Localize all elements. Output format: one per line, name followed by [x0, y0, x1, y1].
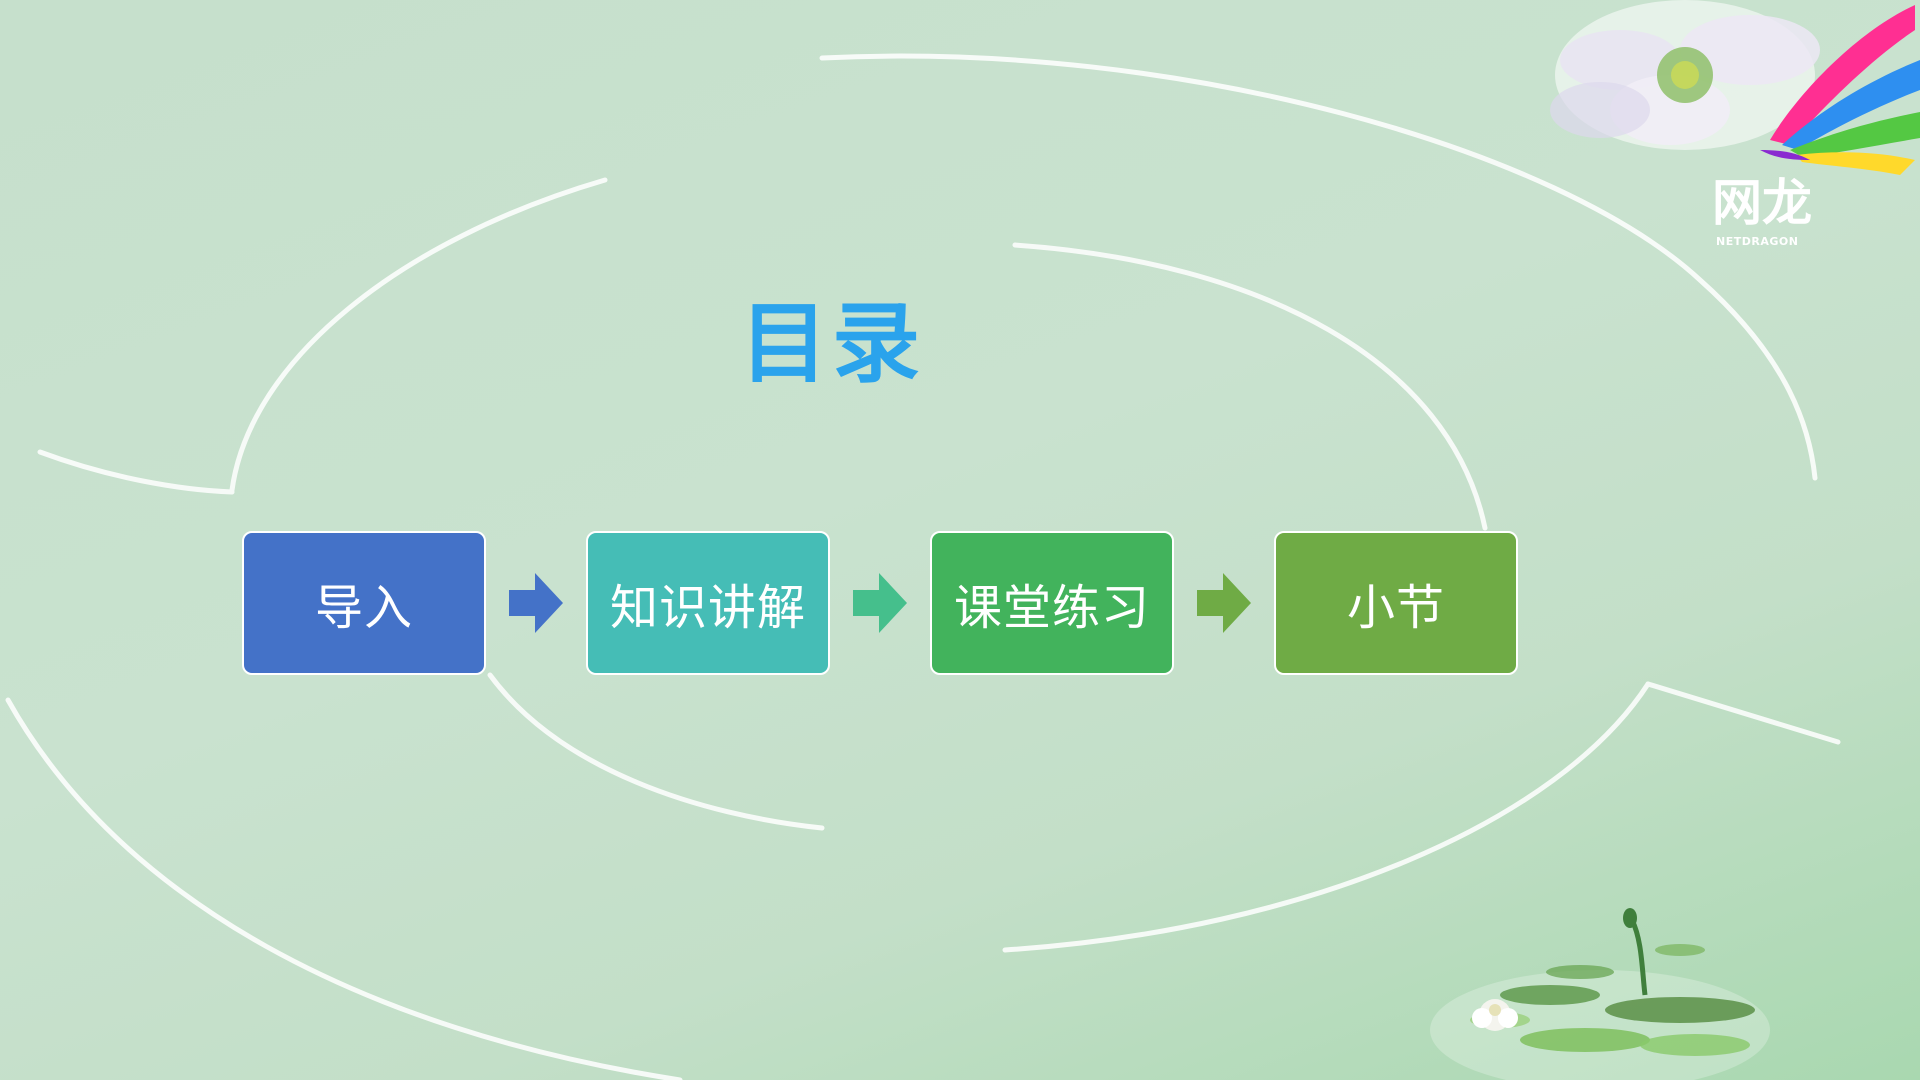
brand-subtitle: NETDRAGON	[1716, 235, 1799, 248]
arrow-right-icon	[1174, 530, 1274, 676]
step-knowledge[interactable]: 知识讲解	[586, 531, 830, 675]
step-intro[interactable]: 导入	[242, 531, 486, 675]
brand-name: 网龙	[1712, 174, 1812, 232]
arrow-right-icon	[830, 530, 930, 676]
page-title: 目录	[740, 292, 925, 395]
arrow-right-icon	[486, 530, 586, 676]
step-practice[interactable]: 课堂练习	[930, 531, 1174, 675]
flow-steps: 导入 知识讲解 课堂练习 小节	[242, 530, 1518, 676]
lotus-pad-decoration	[1430, 908, 1770, 1080]
logo-mark	[1760, 5, 1920, 175]
step-summary[interactable]: 小节	[1274, 531, 1518, 675]
brand-logo	[1550, 0, 1920, 175]
flower-decoration	[1550, 0, 1820, 150]
